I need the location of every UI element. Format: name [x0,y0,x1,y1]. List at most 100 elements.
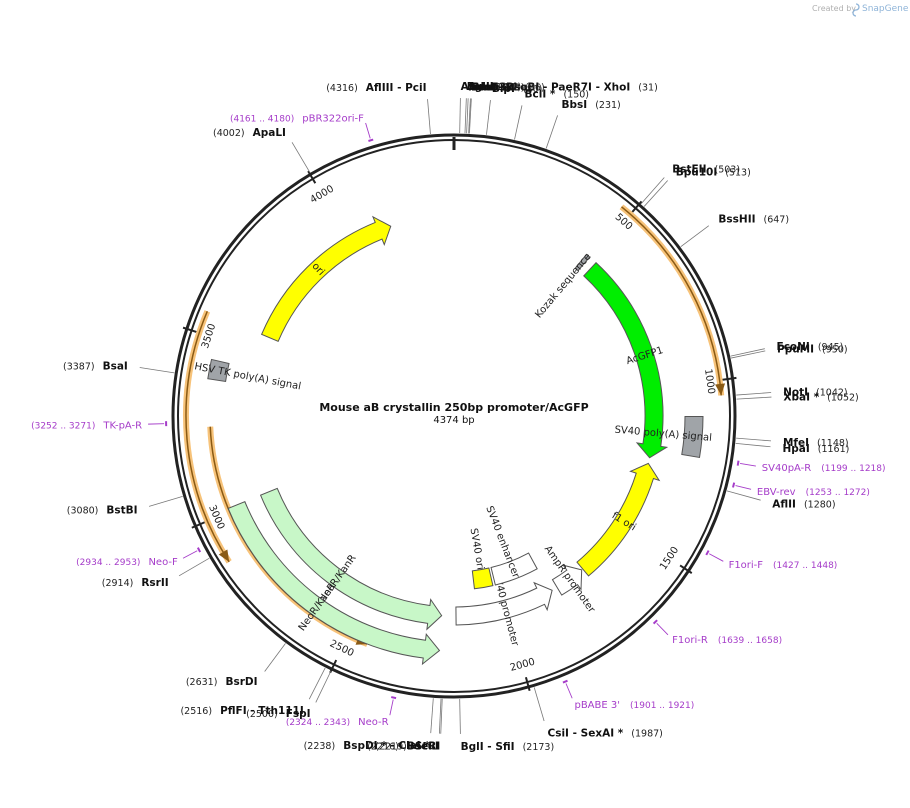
region-arrow-0 [715,383,726,396]
primer-name: pBR322ori-F [302,113,364,124]
site-bspdi-clai: (2238)BspDI * - ClaI * [304,740,431,752]
site-hpai: HpaI (1161) [782,443,849,455]
tick-label-1500: 1500 [658,545,681,572]
site-position: (1052) [827,392,859,403]
feature-sv40-promoter-4 [455,581,553,626]
primer-name: Neo-F [148,557,178,568]
site-name: HpaI [782,443,809,455]
tick-label-1000: 1000 [702,368,716,395]
site-name: BssHII [718,214,755,226]
site-leader-bglii [464,98,467,134]
site-leader-bsshii [680,225,710,247]
primer-leader-f1ori-f [708,553,724,562]
primer-mark-pbr322ori-f [368,138,374,142]
tick-mark-2500 [329,659,338,674]
site-leader-bseri [440,698,443,734]
site-position: (1161) [818,444,850,455]
primer-pbabe-3: pBABE 3'(1901 .. 1921) [574,700,694,711]
site-name: BglII [467,81,494,93]
site-position: (3080) [67,506,99,517]
site-name: EcoNI [777,341,810,353]
site-position: (2173) [523,742,555,753]
site-name: NotI [783,387,808,399]
site-name: BbsI [562,99,588,111]
site-position: (2914) [102,578,134,589]
primer-name: SV40pA-R [762,463,811,474]
site-leader-bstbi [148,496,183,507]
primer-name: F1ori-F [729,560,764,571]
credit-brand: SnapGene [862,4,909,14]
tick-mark-3000 [191,521,206,529]
feature-sv40-enhancer-5 [490,552,538,586]
site-name: BspDI * - ClaI * [343,740,430,752]
site-leader-stui [438,698,442,734]
primer-position: (1427 .. 1448) [773,561,837,571]
feature-label-kozak-sequence-9: Kozak sequence [533,251,593,320]
site-position: (4316) [326,83,358,94]
site-econi: EcoNI (945) [777,341,844,353]
site-position: (150) [563,90,589,101]
primer-name: TK-pA-R [102,420,142,431]
site-pflfi-tth111i: (2516)PflFI - Tth111I [180,705,303,717]
site-position: (38) [505,82,525,93]
site-position: (4002) [213,128,245,139]
site-name: BstEII [672,163,706,175]
site-leader-pflfi-tth111i [308,667,326,700]
site-name: ApaLI [253,127,286,139]
feature-sv40-poly-a-signal-10 [681,415,704,459]
site-position: (950) [822,344,848,355]
site-bbsi: BbsI(231) [562,99,621,111]
site-leader-avai-bsobi-paer7i-xhoi [466,98,469,134]
site-position: (31) [638,82,658,93]
primer-position: (1199 .. 1218) [821,464,885,474]
region-arrow-2 [218,549,230,562]
site-bsai: (3387)BsaI [63,361,128,373]
primer-mark-sv40pa-r [736,460,740,466]
primer-leader-ebv-rev [735,485,752,490]
site-name: Eco53kI [471,81,517,93]
site-position: (945) [818,342,844,353]
site-position: (1148) [817,438,849,449]
primer-mark-ebv-rev [732,482,736,488]
site-leader-hpai [735,442,771,448]
site-bstbi: (3080) BstBI [67,505,138,517]
site-leader-bspdi-clai [430,698,434,734]
site-name: BglI - SfiI [461,741,515,753]
feature-ori-0 [260,215,392,343]
snapgene-logo-icon [852,3,860,17]
site-name: BlpI [492,83,515,95]
primer-position: (4161 .. 4180) [230,114,294,124]
site-name: XbaI * [783,391,819,403]
site-leader-econi [730,348,765,357]
site-leader-saci [469,98,472,134]
site-position: (2516) [180,706,212,717]
site-leader-rsrii [178,557,210,577]
primer-leader-neo-r [389,699,394,716]
primer-leader-pbabe-3 [565,683,573,699]
site-position: (1042) [816,388,848,399]
site-leader-aflii [726,490,761,501]
site-name: FspI [286,708,311,720]
primer-f1ori-r: F1ori-R(1639 .. 1658) [672,635,782,646]
site-name: RsrII [141,577,168,589]
primer-leader-pbr322ori-f [365,122,371,139]
site-afei: AfeI(14) [461,81,512,93]
tick-label-2500: 2500 [328,638,356,659]
site-position: (2631) [186,677,218,688]
site-name: BstBI [106,505,137,517]
site-rsrii: (2914) RsrII [102,577,169,589]
site-name: BsaI [103,361,128,373]
primer-leader-f1ori-r [656,623,669,636]
site-aflii: AflII(1280) [772,498,835,510]
primer-name: EBV-rev [757,487,796,498]
site-position: (513) [725,168,751,179]
site-leader-bsteii [640,177,665,204]
primer-f1ori-f: F1ori-F (1427 .. 1448) [729,560,838,571]
primer-name: F1ori-R [672,635,708,646]
primer-position: (2324 .. 2343) [286,718,350,728]
site-leader-apali [291,142,311,173]
primer-leader-neo-f [182,550,198,559]
region-arc-0 [621,206,722,396]
primer-layer: (4161 .. 4180)pBR322ori-F(3252 .. 3271)T… [31,113,885,728]
site-eco53ki: Eco53kI(36) [471,81,545,93]
